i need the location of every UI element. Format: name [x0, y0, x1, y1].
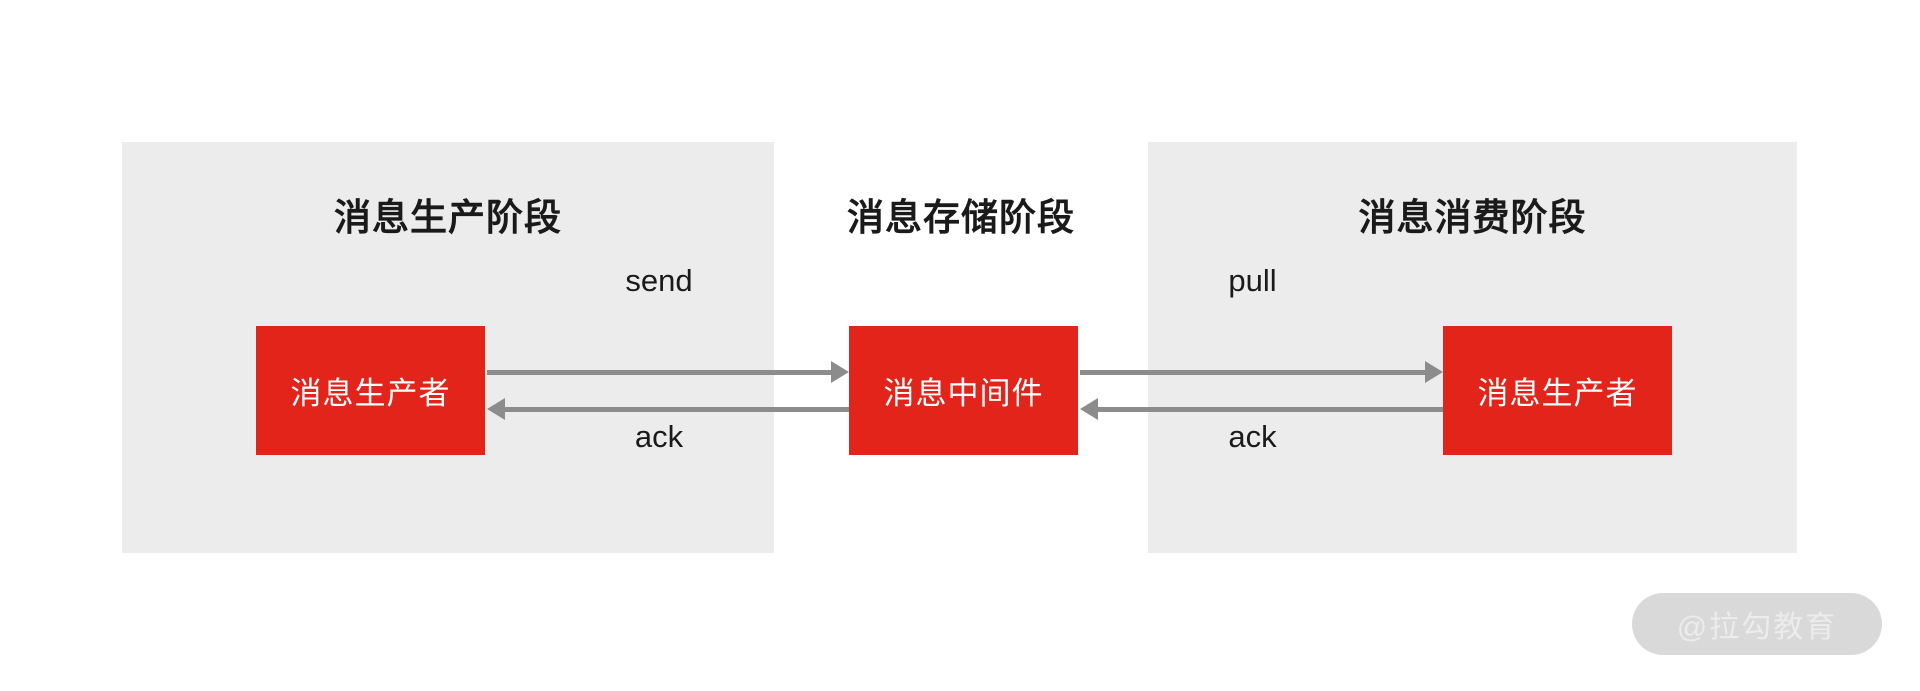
- arrow-head-pull: [1425, 361, 1443, 383]
- watermark-badge: @拉勾教育: [1632, 593, 1882, 655]
- node-message-broker: 消息中间件: [849, 326, 1078, 455]
- node-message-producer: 消息生产者: [256, 326, 485, 455]
- arrow-line-pull: [1080, 370, 1425, 375]
- edge-label-pull: pull: [1228, 263, 1277, 298]
- arrow-head-ack1: [487, 398, 505, 420]
- stage-title-store: 消息存储阶段: [847, 197, 1075, 238]
- edge-label-ack2: ack: [1228, 419, 1277, 454]
- stage-title-consume: 消息消费阶段: [1358, 197, 1587, 238]
- stage-title-produce: 消息生产阶段: [334, 197, 562, 238]
- edge-label-send: send: [625, 263, 693, 298]
- node-message-consumer: 消息生产者: [1443, 326, 1672, 455]
- arrow-line-send: [487, 370, 831, 375]
- edge-label-ack1: ack: [634, 419, 684, 454]
- arrow-line-ack1: [505, 407, 849, 412]
- arrow-line-ack2: [1098, 407, 1443, 412]
- arrow-head-ack2: [1080, 398, 1098, 420]
- arrow-head-send: [831, 361, 849, 383]
